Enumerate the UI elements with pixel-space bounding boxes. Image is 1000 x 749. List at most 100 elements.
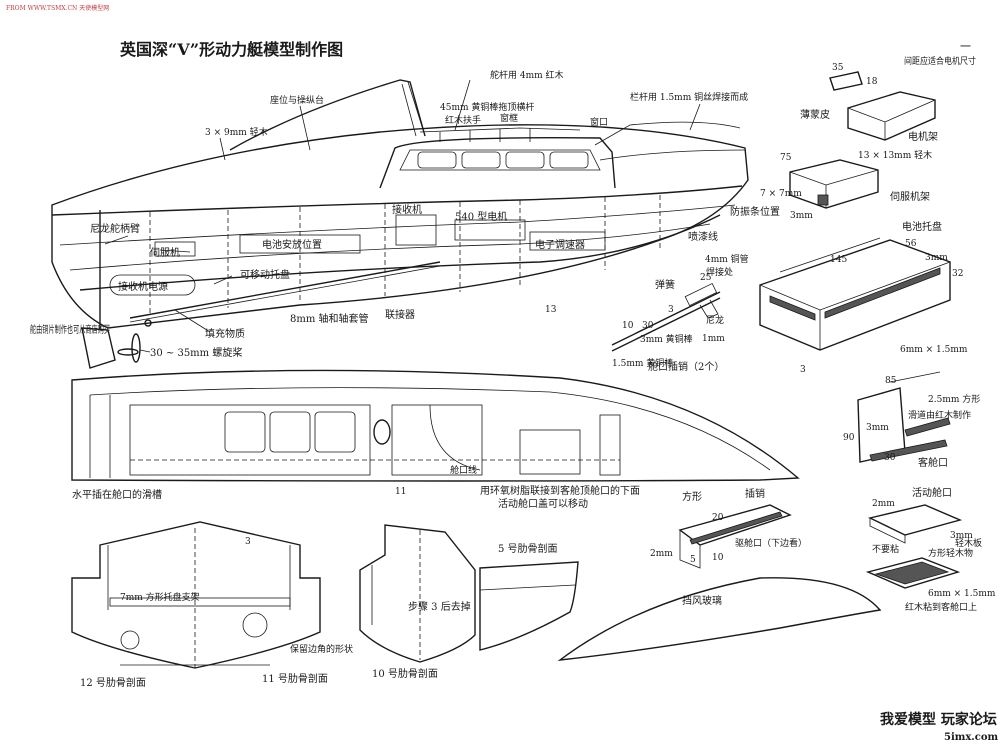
label-balsa-strip: 3 × 9mm 轻木	[205, 126, 268, 138]
label-rudder-arm: 尼龙舵柄臂	[90, 222, 140, 235]
label-rib12: 12 号肋骨剖面	[80, 676, 146, 689]
label-keep-corner: 保留边角的形状	[290, 643, 353, 655]
label-vibration: 防振条位置	[730, 205, 780, 218]
label-window-frame: 窗框	[500, 112, 518, 124]
label-window: 窗口	[590, 116, 608, 128]
label-motor-mount: 电机架	[908, 130, 938, 143]
windshield-pattern	[557, 577, 882, 661]
label-step3: 步骤 3 后去掉	[408, 600, 471, 613]
hatch-guide-detail	[857, 371, 951, 463]
label-tiller-rod: 舵杆用 4mm 红木	[490, 69, 564, 81]
dim-5-latch: 5	[690, 555, 696, 565]
site-watermark: 5imx.com	[944, 732, 999, 743]
label-motor: 540 型电机	[455, 210, 507, 223]
rib-10-section	[359, 524, 476, 663]
forum-watermark: 我爱模型 玩家论坛	[880, 711, 997, 728]
label-balsa-skin: 薄蒙皮	[800, 108, 830, 121]
label-rudder-note: 舵由铜片制作也可从商店购买	[30, 323, 110, 336]
label-1mm: 1mm	[702, 334, 725, 344]
dim-20-latch: 20	[712, 513, 724, 523]
battery-tray-detail	[759, 237, 951, 351]
label-rib11: 11 号肋骨剖面	[262, 672, 328, 685]
battery-tray-title: 电池托盘	[902, 220, 942, 233]
label-receiver: 接收机	[392, 203, 422, 216]
label-hatch-line: 舱口线	[450, 464, 477, 476]
dim-3mm-guide: 3mm	[866, 423, 889, 433]
label-copper-tube: 4mm 铜管	[705, 253, 749, 265]
label-hatch-lower: 驱舱口（下边看）	[735, 537, 807, 549]
movable-hatch-title: 活动舱口	[912, 486, 952, 499]
label-brass-3mm: 3mm 黄铜棒	[640, 333, 693, 345]
dim-2mm-latch: 2mm	[650, 549, 673, 559]
label-square-balsa: 方形轻木物	[928, 547, 973, 559]
label-strip-6x15: 6mm × 1.5mm	[900, 345, 968, 355]
label-rib10: 10 号肋骨剖面	[372, 667, 438, 680]
dim-18: 18	[866, 77, 878, 87]
label-rib5: 5 号肋骨剖面	[498, 542, 558, 555]
label-slide-rail: 水平插在舱口的滑槽	[72, 488, 162, 501]
page-number: 一	[960, 40, 971, 53]
dim-145: 145	[830, 255, 847, 265]
dim-35: 35	[832, 63, 844, 73]
hatch-latch-detail	[678, 504, 792, 569]
dim-56: 56	[905, 239, 917, 249]
label-filler: 填充物质	[205, 327, 245, 340]
label-movable-note: 活动舱口盖可以移动	[498, 497, 588, 510]
label-balsa-board: 轻木板	[955, 537, 982, 549]
motor-mount-detail	[789, 71, 936, 209]
source-tag: FROM WWW.TSMX.CN 天使模型网	[6, 4, 109, 12]
deck-plan-top-view	[71, 369, 800, 482]
pin-caption: 舱口插销（2个）	[648, 360, 724, 373]
page-title: 英国深“V”形动力艇模型制作图	[119, 40, 343, 59]
dim-3-rib: 3	[245, 537, 251, 547]
dim-10-pin: 10	[622, 321, 634, 331]
label-esc: 电子调速器	[535, 238, 585, 251]
label-railing: 栏杆用 1.5mm 铜丝焊接而成	[630, 91, 748, 103]
dim-3-tray: 3	[800, 365, 806, 375]
rib-5-section	[479, 561, 579, 651]
label-brass-rod: 45mm 黄铜棒拖顶横杆	[440, 101, 534, 113]
dim-2mm-hatch: 2mm	[872, 499, 895, 509]
label-brass-15: 1.5mm 黄铜棒	[612, 357, 673, 369]
label-square-25: 2.5mm 方形	[928, 393, 980, 405]
label-battery-pos: 电池安放位置	[262, 238, 322, 251]
dim-75: 75	[780, 153, 792, 163]
rib-12-section	[71, 521, 321, 669]
label-red-wood-hatch: 红木粘到客舱口上	[905, 601, 977, 613]
label-latch: 插销	[745, 487, 765, 500]
label-weld: 焊接处	[706, 266, 733, 278]
label-seat-console: 座位与操纵台	[270, 94, 324, 106]
label-guide-wood: 滑道由红木制作	[908, 409, 971, 421]
label-strip-hatch: 6mm × 1.5mm	[928, 589, 996, 599]
dim-3mm-mount: 3mm	[790, 211, 813, 221]
station-11: 11	[395, 487, 406, 497]
label-no-glue: 不要粘	[872, 543, 899, 555]
label-shaft: 8mm 轴和轴套管	[290, 312, 369, 325]
label-tray-support: 7mm 方形托盘支架	[120, 591, 200, 603]
label-hatch: 客舱口	[918, 456, 948, 469]
label-movable-tray: 可移动托盘	[240, 268, 290, 281]
label-rx-battery: 接收机电源	[118, 280, 168, 293]
dim-3mm-hatch: 3mm	[950, 531, 973, 541]
dim-30-pin: 30	[642, 321, 654, 331]
label-dim-7: 7 × 7mm	[760, 189, 802, 199]
label-dim-13: 13 × 13mm 轻木	[858, 149, 932, 161]
dim-10-latch: 10	[712, 553, 724, 563]
side-view-profile	[51, 79, 749, 369]
label-spring: 弹簧	[655, 278, 675, 291]
label-servo-mount: 伺服机架	[890, 190, 930, 203]
hatch-pin-detail	[611, 282, 721, 352]
label-nylon: 尼龙	[706, 314, 724, 326]
leader-lines	[104, 79, 701, 353]
label-coupler: 联接器	[385, 308, 415, 321]
label-epoxy-note: 用环氧树脂联接到客舱顶舱口的下面	[480, 484, 640, 497]
label-windshield: 挡风玻璃	[682, 594, 722, 607]
station-mark-13: 13	[545, 305, 557, 315]
dim-3mm-tray: 3mm	[925, 253, 948, 263]
label-handrail: 红木扶手	[445, 114, 481, 126]
label-spray-line: 喷漆线	[688, 230, 718, 243]
dim-90: 90	[843, 433, 855, 443]
label-servo: 伺服机	[150, 246, 180, 259]
dim-3-pin: 3	[668, 305, 674, 315]
